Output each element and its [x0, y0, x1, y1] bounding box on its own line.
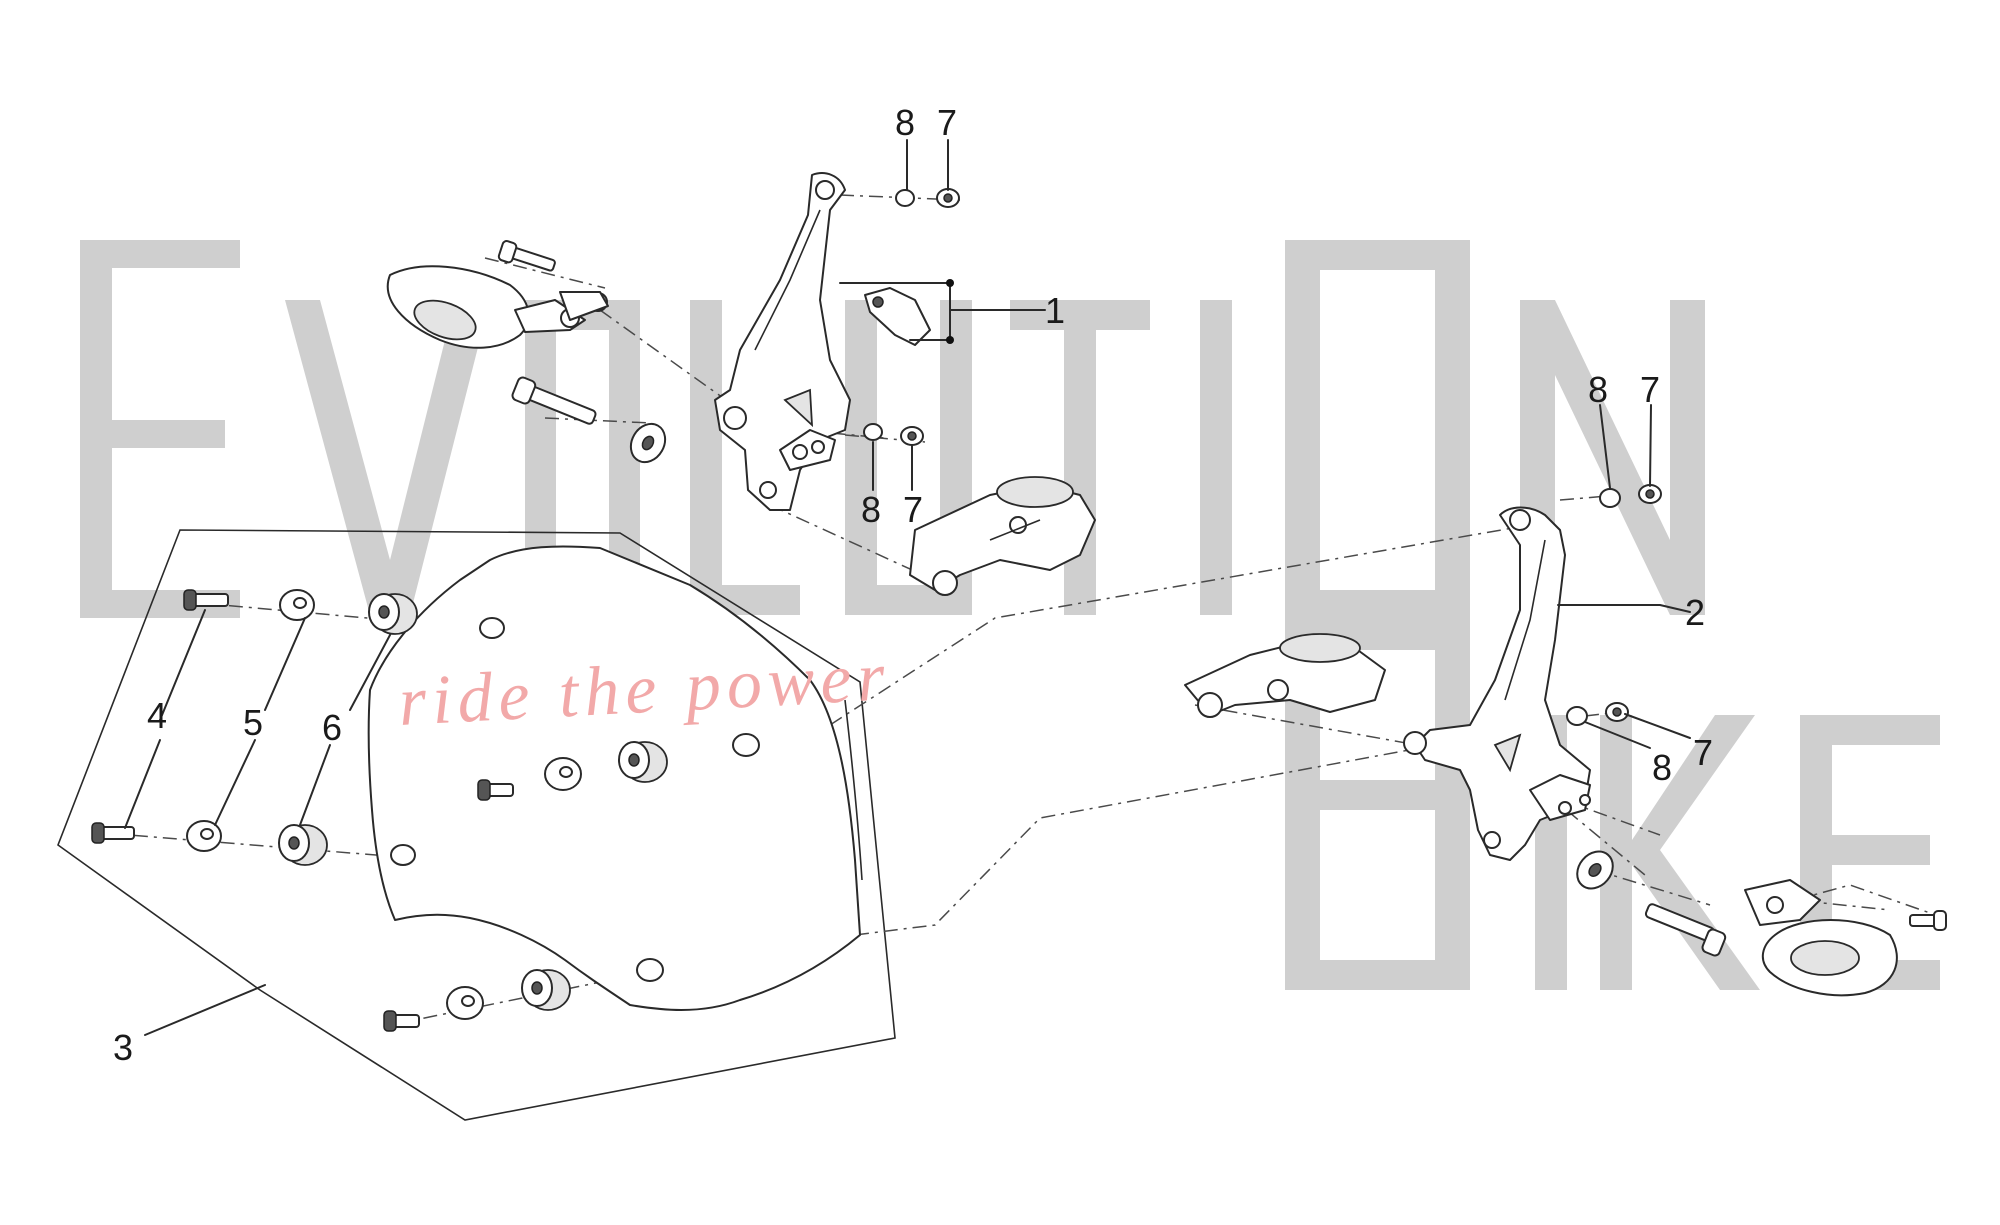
callout-7-top: 7 [937, 102, 957, 143]
screw-part-4 [183, 589, 229, 611]
callout-7-right-lower: 7 [1693, 732, 1713, 773]
callout-6: 6 [322, 707, 342, 748]
washer-part-5 [279, 589, 315, 621]
grommet-part-6 [368, 593, 418, 635]
grommet-part-6 [521, 969, 571, 1011]
bracket-part-2 [1403, 506, 1591, 861]
fork-clamp-right [1184, 633, 1386, 718]
grommet-part-6 [278, 824, 328, 866]
bracket-part-1 [714, 172, 851, 511]
callout-8-right-upper: 8 [1588, 369, 1608, 410]
callout-2: 2 [1685, 592, 1705, 633]
callout-1: 1 [1045, 290, 1065, 331]
windshield-hardware [91, 589, 668, 1032]
callout-3: 3 [113, 1027, 133, 1068]
clamp-piece [864, 287, 931, 346]
callout-8-top: 8 [895, 102, 915, 143]
callout-7-middle: 7 [903, 489, 923, 530]
washer-part-5 [446, 986, 484, 1020]
washer-part-5 [186, 820, 222, 852]
left-mount-bolt [511, 376, 667, 464]
left-turn-indicator [386, 240, 609, 349]
kit-outline [57, 529, 896, 1121]
callout-7-right-upper: 7 [1640, 369, 1660, 410]
right-turn-indicator [1744, 879, 1947, 997]
leader-lines [124, 139, 1691, 1036]
screw-part-4 [91, 822, 135, 844]
right-mount-bolt [1576, 850, 1727, 957]
callout-4: 4 [147, 695, 167, 736]
callout-5: 5 [243, 702, 263, 743]
fork-clamp-left [909, 476, 1096, 596]
screw-part-4 [383, 1010, 420, 1032]
washer-part-5 [544, 757, 582, 791]
windshield [367, 545, 863, 1011]
screw-part-4 [477, 779, 514, 801]
grommet-part-6 [618, 741, 668, 783]
callout-labels: 1 2 3 4 5 6 8 7 8 7 8 7 8 7 [113, 102, 1713, 1068]
callout-8-right-lower: 8 [1652, 747, 1672, 788]
callout-8-middle: 8 [861, 489, 881, 530]
fasteners-7-8 [863, 188, 1662, 726]
